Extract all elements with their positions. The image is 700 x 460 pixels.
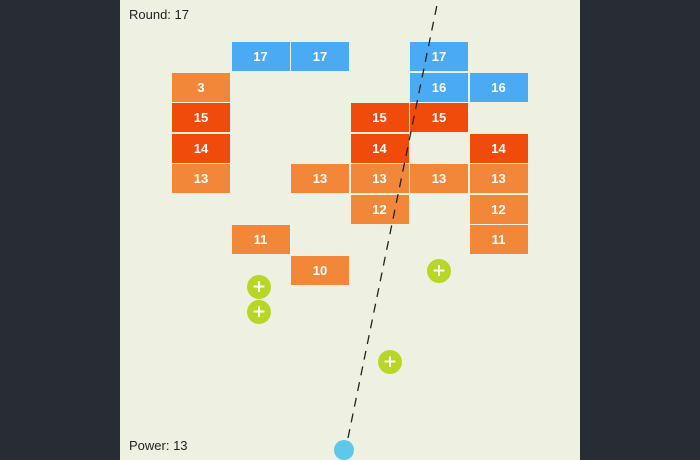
brick: 17 [291, 42, 349, 71]
brick: 14 [350, 133, 409, 163]
brick: 12 [469, 194, 528, 224]
brick: 15 [172, 103, 230, 132]
plus-icon: + [247, 275, 271, 299]
brick: 17 [410, 42, 468, 71]
brick: 11 [231, 225, 290, 254]
brick: 13 [172, 164, 230, 193]
brick: 13 [410, 164, 468, 193]
round-counter: Round: 17 [129, 7, 189, 22]
brick: 13 [469, 164, 528, 193]
brick: 15 [410, 103, 468, 132]
brick: 12 [350, 194, 409, 224]
plus-icon: + [247, 300, 271, 324]
brick: 14 [469, 133, 528, 163]
brick: 17 [231, 42, 290, 71]
plus-icon: + [427, 259, 451, 283]
brick: 3 [172, 72, 230, 102]
brick: 14 [172, 133, 230, 163]
ball-launcher[interactable] [334, 440, 354, 460]
brick: 13 [291, 164, 349, 193]
brick: 10 [291, 255, 349, 285]
brick: 13 [350, 164, 409, 193]
plus-icon: + [378, 350, 402, 374]
power-counter: Power: 13 [129, 438, 188, 453]
brick: 16 [410, 72, 468, 102]
brick: 16 [469, 72, 528, 102]
brick: 15 [350, 103, 409, 132]
brick: 11 [469, 225, 528, 254]
